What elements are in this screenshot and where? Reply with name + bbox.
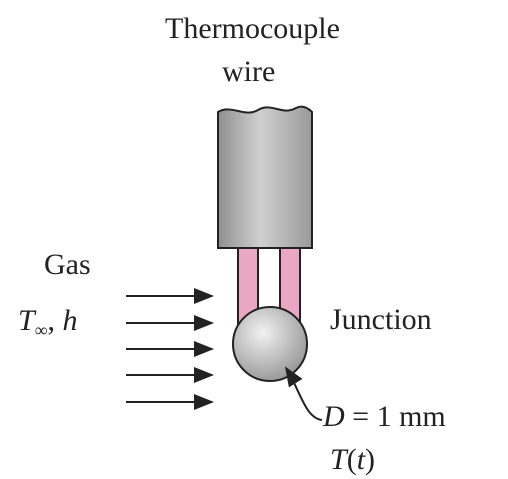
wire-title-line1: Thermocouple — [165, 12, 340, 45]
wire-sheath — [217, 105, 313, 249]
junction-label: Junction — [330, 303, 432, 336]
gas-conditions-label: T∞, h — [18, 304, 78, 340]
infinity-subscript: ∞ — [34, 320, 48, 340]
temp-symbol: T — [330, 443, 347, 476]
heat-transfer-coeff-symbol: h — [62, 304, 78, 337]
diameter-value: = 1 mm — [344, 400, 446, 433]
separator: , — [47, 304, 63, 337]
paren-close: ) — [365, 443, 376, 476]
gas-flow-arrows — [126, 288, 214, 410]
temperature-label: T(t) — [330, 445, 375, 475]
paren-open: ( — [346, 443, 357, 476]
wire-title-line2: wire — [222, 55, 276, 88]
junction-bead — [232, 306, 308, 382]
diameter-leader — [284, 366, 323, 421]
gas-temp-symbol: T — [18, 304, 35, 337]
time-symbol: t — [356, 443, 366, 476]
diameter-label: D = 1 mm — [323, 402, 446, 432]
gas-label: Gas — [44, 248, 91, 281]
diameter-var: D — [323, 400, 345, 433]
